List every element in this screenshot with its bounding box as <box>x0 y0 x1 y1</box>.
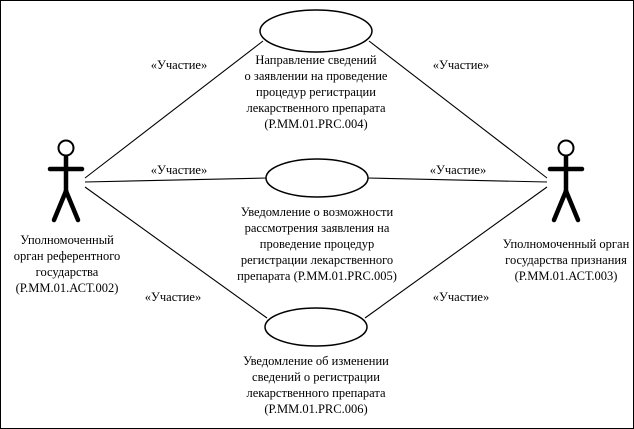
label-line: Уведомление о возможности <box>240 205 394 219</box>
association-label-right-middle: «Участие» <box>429 163 487 177</box>
association-label-left-middle: «Участие» <box>150 163 208 177</box>
use-case-label-middle: Уведомление о возможности рассмотрения з… <box>213 204 421 284</box>
association-label-left-top: «Участие» <box>150 58 208 72</box>
association-line-left-middle <box>84 177 268 183</box>
use-case-ellipse-top <box>259 9 373 53</box>
association-line-right-middle <box>366 177 548 183</box>
label-line: Уполномоченный <box>20 233 114 247</box>
actor-figure-right <box>547 139 585 223</box>
actor-leg <box>51 188 69 223</box>
label-line: препарата (Р.ММ.01.PRC.005) <box>237 269 397 283</box>
label-line: проведение процедур <box>259 237 375 251</box>
association-label-left-bottom: «Участие» <box>144 290 202 304</box>
label-line: Направление сведений <box>255 53 377 67</box>
label-line: (Р.ММ.01.АСТ.003) <box>514 269 618 283</box>
label-line: государства признания <box>505 253 627 267</box>
association-line-left-top <box>84 40 264 179</box>
association-line-right-bottom <box>364 186 548 319</box>
label-line: Уведомление об изменении <box>243 354 389 368</box>
label-line: о заявлении на проведение <box>244 69 388 83</box>
label-line: процедур регистрации <box>256 85 376 99</box>
actor-label-left: Уполномоченный орган референтного госуда… <box>1 232 133 296</box>
association-label-right-bottom: «Участие» <box>432 290 490 304</box>
label-line: (Р.ММ.01.PRC.006) <box>264 402 368 416</box>
actor-label-right: Уполномоченный орган государства признан… <box>481 236 633 284</box>
actor-leg <box>63 188 81 223</box>
association-label-right-top: «Участие» <box>432 58 490 72</box>
label-line: лекарственного препарата <box>246 101 386 115</box>
actor-figure-left <box>47 139 85 223</box>
actor-head <box>57 139 75 157</box>
actor-leg <box>551 188 569 223</box>
label-line: регистрации лекарственного <box>240 253 394 267</box>
actor-head <box>557 139 575 157</box>
association-line-left-bottom <box>84 186 268 319</box>
use-case-ellipse-middle <box>265 158 369 198</box>
use-case-ellipse-bottom <box>264 307 368 347</box>
label-line: (Р.ММ.01.PRC.004) <box>264 117 368 131</box>
use-case-label-top: Направление сведений о заявлении на пров… <box>218 52 414 132</box>
association-line-right-top <box>368 40 548 179</box>
label-line: рассмотрения заявления на <box>244 221 390 235</box>
actor-leg <box>563 188 581 223</box>
label-line: орган референтного <box>13 249 121 263</box>
label-line: Уполномоченный орган <box>502 237 630 251</box>
label-line: сведений о регистрации <box>252 370 380 384</box>
label-line: (Р.ММ.01.АСТ.002) <box>15 281 119 295</box>
use-case-label-bottom: Уведомление об изменении сведений о реги… <box>218 353 414 417</box>
label-line: государства <box>35 265 99 279</box>
label-line: лекарственного препарата <box>246 386 386 400</box>
